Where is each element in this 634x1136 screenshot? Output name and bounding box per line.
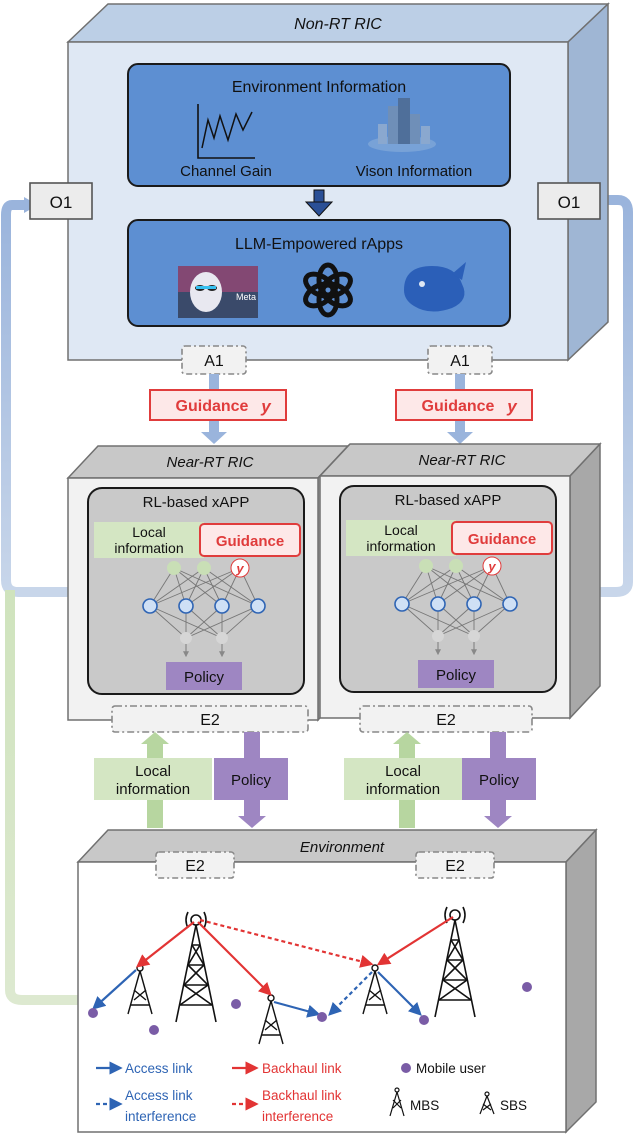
legend-access-link: Access link: [125, 1061, 193, 1076]
links: [92, 916, 454, 1018]
near-rt-ric-left: Near-RT RIC RL-based xAPP Local informat…: [66, 444, 350, 722]
svg-text:y: y: [260, 397, 272, 416]
legend-sbs-icon: [479, 1091, 495, 1115]
svg-text:Policy: Policy: [231, 772, 272, 789]
xapp-policy-label: Policy: [436, 667, 477, 684]
neural-network-icon: y: [394, 556, 518, 656]
feedback-loops: [1, 192, 633, 1005]
env-info-title: Environment Information: [232, 79, 406, 96]
svg-text:Policy: Policy: [479, 772, 520, 789]
svg-text:Guidance: Guidance: [176, 398, 249, 415]
svg-text:information: information: [366, 781, 440, 798]
legend-backhaul-interference-1: Backhaul link: [262, 1088, 342, 1103]
legend-backhaul-link: Backhaul link: [262, 1061, 342, 1076]
env-info-panel: Environment Information Channel Gain Vis…: [127, 63, 511, 187]
svg-text:information: information: [116, 781, 190, 798]
sbs-tower-c: [362, 964, 388, 1015]
vision-info-label: Vison Information: [356, 163, 472, 180]
environment-title: Environment: [300, 839, 385, 856]
svg-text:y: y: [506, 397, 518, 416]
svg-text:y: y: [235, 561, 244, 576]
e2-interface-right: E2: [359, 705, 533, 733]
svg-text:information: information: [114, 540, 183, 556]
near-rt-ric-right: Near-RT RIC RL-based xAPP Local informat…: [318, 442, 602, 720]
legend: Access link Backhaul link Mobile user Ac…: [96, 1061, 527, 1124]
a1-interface-left: A1: [181, 345, 247, 375]
llm-rapps-title: LLM-Empowered rApps: [235, 236, 403, 253]
env-to-llm-arrow: [304, 189, 334, 217]
non-rt-ric-title: Non-RT RIC: [294, 16, 382, 33]
e2-env-left: E2: [185, 858, 205, 875]
legend-backhaul-interference-2: interference: [262, 1109, 333, 1124]
legend-mbs-icon: [389, 1087, 405, 1117]
guidance-label-left: Guidance y: [149, 389, 287, 421]
legend-access-interference-1: Access link: [125, 1088, 193, 1103]
svg-text:O1: O1: [558, 193, 581, 212]
mbs-tower-right: [434, 906, 476, 1018]
deepseek-whale-icon: [404, 262, 466, 312]
svg-text:A1: A1: [204, 353, 224, 370]
sbs-tower-b: [258, 994, 284, 1045]
mobile-users: [88, 982, 532, 1035]
llm-rapps-panel: LLM-Empowered rApps Meta: [127, 219, 511, 327]
svg-text:Guidance: Guidance: [422, 398, 495, 415]
svg-text:E2: E2: [436, 712, 456, 729]
svg-text:Local: Local: [384, 522, 417, 538]
flow-right: Local information Policy: [344, 732, 536, 828]
neural-network-icon: y: [142, 558, 266, 658]
legend-access-interference-2: interference: [125, 1109, 196, 1124]
a1-interface-right: A1: [427, 345, 493, 375]
environment-box: Environment E2 E2: [76, 828, 598, 1134]
xapp-guidance-label: Guidance: [468, 531, 536, 548]
vision-city-icon: [368, 98, 436, 152]
svg-text:E2: E2: [200, 712, 220, 729]
xapp-title: RL-based xAPP: [143, 494, 250, 511]
channel-gain-chart-icon: [197, 104, 255, 159]
svg-text:O1: O1: [50, 193, 73, 212]
legend-sbs: SBS: [500, 1098, 527, 1113]
channel-gain-label: Channel Gain: [180, 163, 272, 180]
legend-mbs: MBS: [410, 1098, 439, 1113]
a1-guidance-arrows: [201, 374, 473, 444]
near-rt-ric-title: Near-RT RIC: [167, 454, 254, 471]
svg-text:information: information: [366, 538, 435, 554]
sbs-tower-a: [127, 964, 153, 1015]
flow-left: Local information Policy: [94, 732, 288, 828]
svg-text:Local: Local: [135, 763, 171, 780]
near-rt-ric-title: Near-RT RIC: [419, 452, 506, 469]
openai-logo-icon: [303, 262, 353, 318]
svg-text:y: y: [487, 559, 496, 574]
e2-interface-left: E2: [111, 705, 309, 733]
xapp-guidance-label: Guidance: [216, 533, 284, 550]
svg-text:Local: Local: [385, 763, 421, 780]
legend-mobile-user: Mobile user: [416, 1061, 486, 1076]
xapp-policy-label: Policy: [184, 669, 225, 686]
o1-interface-left: O1: [29, 182, 93, 220]
svg-text:Local: Local: [132, 524, 165, 540]
xapp-title: RL-based xAPP: [395, 492, 502, 509]
svg-text:A1: A1: [450, 353, 470, 370]
meta-logo-text: Meta: [236, 292, 256, 302]
o1-interface-right: O1: [537, 182, 601, 220]
e2-env-right: E2: [445, 858, 465, 875]
llama-logo-icon: Meta: [178, 266, 258, 318]
guidance-label-right: Guidance y: [395, 389, 533, 421]
